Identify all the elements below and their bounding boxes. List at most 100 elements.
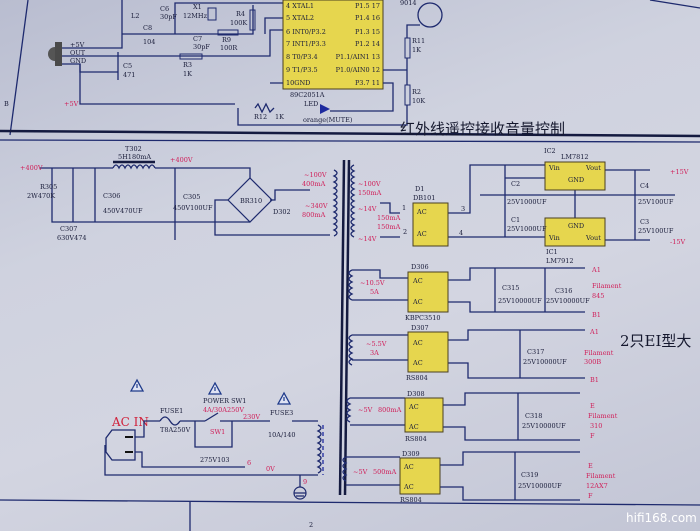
bridge-label: D307 [411, 324, 429, 332]
hv-out-label: +400V [20, 164, 43, 172]
choke-value: 5H180mA [118, 153, 151, 161]
c5-label: C5 [123, 62, 132, 70]
transistor-icon [417, 2, 443, 28]
filament-label: Filament [592, 282, 622, 290]
x1-label: X1 [193, 3, 202, 11]
vout-pin: Vout [585, 164, 601, 172]
filament-current: 800mA [378, 406, 402, 414]
d1-label: D1 [415, 185, 424, 193]
c4-label: C4 [640, 182, 649, 190]
r4-value: 100K [230, 19, 247, 27]
choke-icon [112, 164, 156, 170]
chip-pin: P1.2 14 [355, 40, 380, 48]
fuse1-icon [159, 416, 181, 426]
bridge-part: KBPC3510 [405, 314, 441, 322]
ac-in-label: AC IN [111, 415, 149, 429]
tap-label: 6 [247, 459, 251, 467]
x1-value: 12MHz [183, 12, 208, 20]
pin-number: 1 [402, 204, 406, 212]
r2-label: R2 [412, 88, 421, 96]
chip-pin: 5 XTAL2 [286, 14, 314, 22]
output-terminal: B1 [592, 311, 601, 319]
c6-label: C6 [160, 5, 169, 13]
l2-label: L2 [131, 12, 139, 20]
r9-label: R9 [222, 36, 231, 44]
regulator-section: ~100V 150mA ~14V 150mA 150mA ~14V D1 DB1… [350, 147, 689, 265]
tap-label: 9 [303, 478, 307, 486]
warning-icon [276, 391, 292, 405]
c306-value: 450V470UF [103, 207, 143, 215]
c8-label: C8 [143, 24, 152, 32]
output-terminal: E [588, 462, 593, 470]
c6-value: 30pF [160, 13, 177, 21]
r9-value: 100R [220, 44, 238, 52]
d1-part: DB101 [413, 194, 435, 202]
reg-sec-current: 150mA [358, 189, 382, 197]
reg-tap1-current: 150mA [377, 214, 401, 222]
vin-pin: Vin [548, 164, 560, 172]
mcu-chip: 4 XTAL1 5 XTAL2 6 INT0/P3.2 7 INT1/P3.3 … [282, 0, 384, 99]
filament-section-12ax7: D309 RS804 AC AC ~5V 500mA C319 25V10000… [342, 450, 616, 504]
c307-value: 630V474 [57, 234, 87, 242]
led-label: LED [304, 100, 318, 108]
chip-name: 89C2051A [290, 91, 325, 99]
filament-label: Filament [586, 472, 616, 480]
reg-tap2-current: 150mA [377, 223, 401, 231]
cap-label: C317 [527, 348, 544, 356]
hv-node-label: +400V [170, 156, 193, 164]
neg-output-label: -15V [670, 238, 685, 246]
r11-value: 1K [412, 46, 421, 54]
reg-sec-voltage: ~100V [358, 180, 381, 188]
r2-icon [404, 84, 411, 106]
bridge-part: RS804 [405, 435, 427, 443]
led-note: orange(MUTE) [303, 116, 353, 124]
ir-section: B +5V OUT GND +5V L2 C8 104 C6 30pF X1 1… [4, 0, 565, 138]
c1-label: C1 [511, 216, 520, 224]
switch-rating: 4A/30A250V [203, 406, 244, 414]
pin-number: 3 [461, 205, 465, 213]
tube-label: 845 [592, 292, 604, 300]
filament-current: 3A [370, 349, 379, 357]
c305-label: C305 [183, 193, 200, 201]
ac-pin: AC [412, 277, 423, 285]
r12-value: 1K [275, 113, 284, 121]
warning-icon [207, 381, 223, 395]
choke-label: T302 [125, 145, 142, 153]
transistor-label: 9014 [400, 0, 417, 7]
c305-value: 450V100UF [173, 204, 213, 212]
d1-bridge [412, 202, 449, 247]
c1-value: 25V1000UF [507, 225, 547, 233]
ac-pin: AC [403, 483, 414, 491]
cap-value: 25V10000UF [498, 297, 542, 305]
filament-section-300b: D307 RS804 AC AC ~5.5V 3A C317 25V10000U… [348, 324, 691, 384]
output-terminal: E [590, 402, 595, 410]
zero-volt-label: 0V [266, 465, 275, 473]
crystal-icon [207, 7, 217, 21]
bridge-label: BR310 [240, 197, 262, 205]
cap-value: 275V103 [200, 456, 230, 464]
voltage-230-label: 230V [243, 413, 260, 421]
ic2-regulator [544, 161, 606, 191]
c2-label: C2 [511, 180, 520, 188]
vin-pin: Vin [548, 234, 560, 242]
cap-value: 25V10000UF [522, 422, 566, 430]
filament-label: Filament [584, 349, 614, 357]
cap-value: 25V10000UF [546, 297, 590, 305]
reg-tap2: ~14V [358, 235, 377, 243]
c306-label: C306 [103, 192, 120, 200]
supply-label: +5V [64, 100, 79, 108]
filament-voltage: ~5V [358, 406, 373, 414]
ir-section-title: 红外线遥控接收音量控制 [400, 120, 565, 138]
chip-pin: P3.7 11 [355, 79, 380, 87]
side-title: 2只EI型大 [620, 332, 691, 350]
frame-letter: B [4, 100, 9, 108]
filament-label: Filament [588, 412, 618, 420]
fuse1-label: FUSE1 [160, 407, 183, 415]
c3-label: C3 [640, 218, 649, 226]
vout-pin: Vout [585, 234, 601, 242]
chip-pin: P1.0/AIN0 12 [336, 66, 380, 74]
reg-tap1: ~14V [358, 205, 377, 213]
